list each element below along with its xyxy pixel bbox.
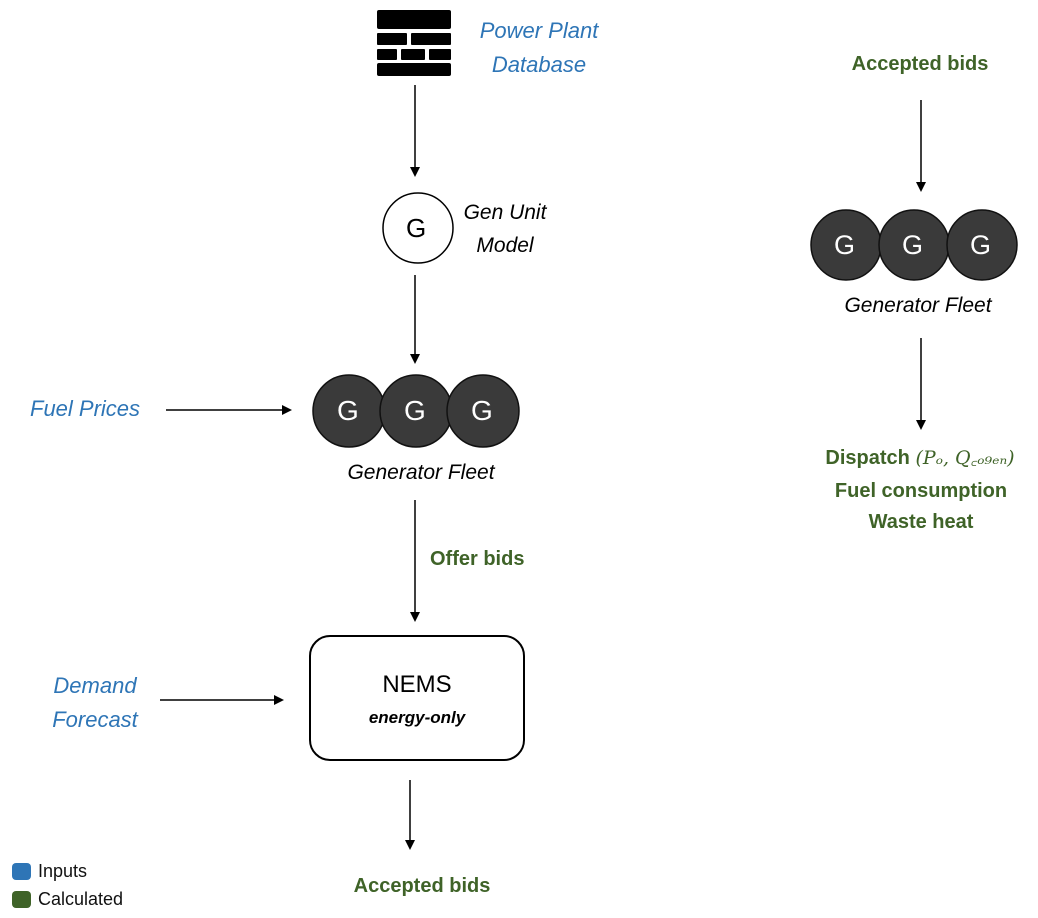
fleet-right-glyph-3: G [970,230,992,260]
legend-calculated-label: Calculated [38,889,124,909]
legend-inputs-label: Inputs [38,861,88,881]
database-label: Database [491,52,587,77]
gen-unit-circle [382,192,454,264]
power-plant-database-label: Power Plant Database [480,14,599,82]
offer-bids-label: Offer bids [430,548,525,570]
nems-box [309,635,525,761]
generator-fleet-left [312,374,520,448]
gen-unit-label-line2: Model [476,234,534,257]
legend-calculated: Calculated [12,889,123,910]
fleet-left-glyph-1: G [337,395,359,426]
fleet-right-glyph-1: G [834,230,856,260]
dispatch-formula: (Pₒ, Q꜀ₒ₉ₑₙ) [915,447,1015,469]
generator-fleet-right-label: Generator Fleet [844,294,992,317]
database-icon [377,10,451,76]
dispatch-output: Dispatch (Pₒ, Q꜀ₒ₉ₑₙ) [825,444,1014,470]
generator-fleet-right [810,209,1018,281]
nems-title: NEMS [382,671,452,698]
demand-label: Demand [53,673,137,698]
gen-unit-model-label: Gen Unit Model [464,196,547,262]
waste-heat-output: Waste heat [868,511,974,533]
fuel-consumption-output: Fuel consumption [834,480,1008,502]
accepted-bids-top-label: Accepted bids [851,53,989,75]
forecast-label: Forecast [52,707,138,732]
demand-forecast-label: Demand Forecast [52,669,138,737]
inputs-swatch [12,863,31,880]
fleet-right-glyph-2: G [902,230,924,260]
fleet-left-glyph-3: G [471,395,493,426]
nems-subtitle: energy-only [368,708,466,727]
fleet-left-glyph-2: G [404,395,426,426]
power-plant-label: Power Plant [479,18,599,43]
legend-inputs: Inputs [12,861,87,882]
fuel-prices-label: Fuel Prices [30,396,141,421]
dispatch-label: Dispatch [825,447,910,469]
generator-fleet-left-label: Generator Fleet [347,461,495,484]
gen-unit-label-line1: Gen Unit [463,201,547,224]
accepted-bids-bottom-label: Accepted bids [353,875,491,897]
gen-unit-glyph: G [406,213,427,243]
calculated-swatch [12,891,31,908]
